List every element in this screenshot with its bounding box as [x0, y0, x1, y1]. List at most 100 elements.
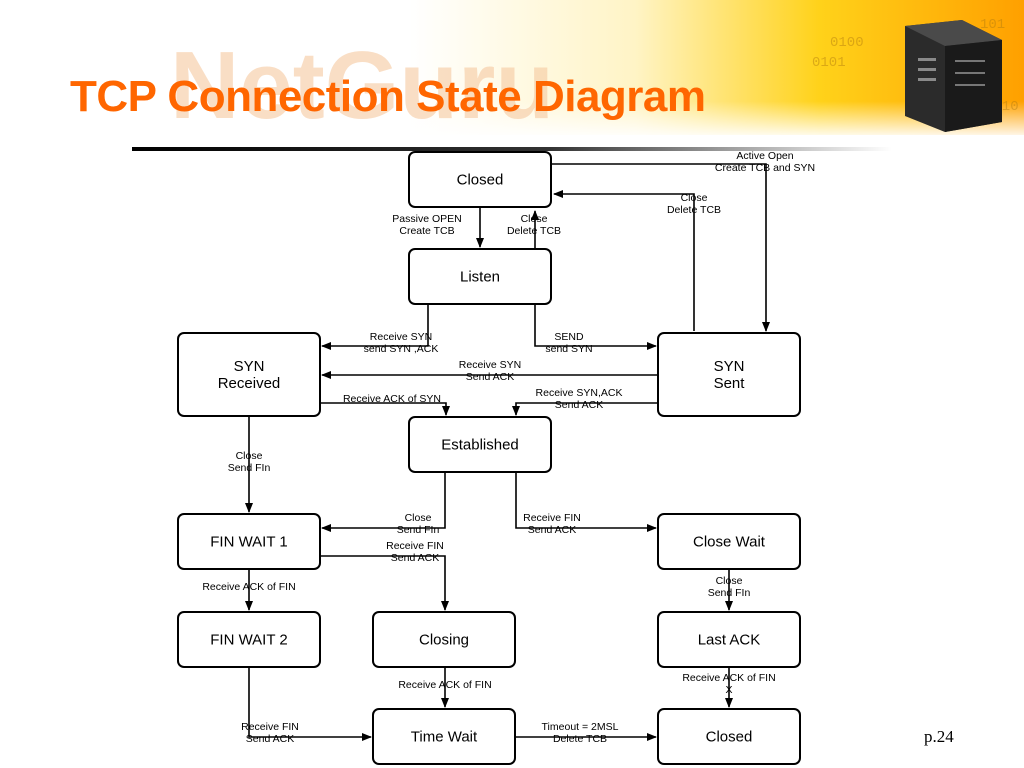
transition-label-line: send SYN — [545, 343, 592, 355]
transition-label-line: Create TCB and SYN — [715, 162, 815, 174]
svg-text:0100: 0100 — [830, 35, 864, 51]
transition-label-line: Send ACK — [555, 399, 603, 411]
transition-label-line: Passive OPEN — [392, 213, 461, 225]
transition-arrow-listen-send — [534, 305, 657, 350]
state-time-wait: Time Wait — [372, 708, 516, 765]
state-label-line: Sent — [714, 375, 746, 392]
page-number: p.24 — [924, 727, 954, 746]
transition-label-line: Send FIn — [397, 524, 440, 536]
state-close-wait: Close Wait — [657, 513, 801, 570]
state-last-ack: Last ACK — [657, 611, 801, 668]
state-box — [372, 611, 516, 668]
transition-label-syn-received-ack: Receive ACK of SYN — [343, 393, 441, 405]
transition-arrow-established-close — [321, 473, 446, 532]
state-closed-bottom: Closed — [657, 708, 801, 765]
state-label-line: FIN WAIT 1 — [210, 534, 288, 551]
state-label: Last ACK — [698, 632, 761, 649]
transition-label-line: Receive SYN — [370, 331, 432, 343]
state-box — [657, 332, 801, 417]
transition-arrow-syn-sent-close — [553, 190, 695, 331]
state-label: Time Wait — [411, 729, 478, 746]
state-box — [408, 248, 552, 305]
state-box — [657, 611, 801, 668]
transition-arrow-fin-wait-1-receive-fin — [321, 555, 449, 611]
transition-label-line: Close — [521, 213, 548, 225]
transition-label-line: Receive SYN — [459, 359, 521, 371]
state-label: FIN WAIT 2 — [210, 632, 288, 649]
transition-label-line: Timeout = 2MSL — [542, 721, 619, 733]
transition-label-line: Receive ACK of FIN — [398, 679, 491, 691]
transition-label-line: X — [725, 684, 732, 696]
state-label: Listen — [460, 269, 500, 286]
state-box — [372, 708, 516, 765]
transition-arrow-syn-received-ack — [321, 402, 450, 416]
transition-arrow-fin-wait-2-receive-fin — [248, 668, 372, 741]
svg-text:0101: 0101 — [812, 55, 846, 71]
state-label-line: Closing — [419, 632, 469, 649]
state-label-line: Closed — [706, 729, 753, 746]
transition-label-line: Receive ACK of FIN — [682, 672, 775, 684]
state-label-line: Time Wait — [411, 729, 478, 746]
state-label-line: Last ACK — [698, 632, 761, 649]
transition-arrow-syn-sent-receive-synack — [512, 402, 657, 416]
state-box — [177, 332, 321, 417]
state-label-line: Received — [218, 375, 281, 392]
state-label: Established — [441, 437, 519, 454]
slide-title: TCP Connection State Diagram — [70, 72, 706, 121]
transition-label-line: Delete TCB — [507, 225, 561, 237]
transition-arrow-active-open — [552, 163, 770, 332]
state-box — [177, 513, 321, 570]
transition-label-closing-receive-ack: Receive ACK of FIN — [398, 679, 491, 691]
transition-label-line: Receive SYN,ACK — [536, 387, 623, 399]
transition-label-line: Close — [236, 450, 263, 462]
title-underline — [132, 147, 892, 151]
transition-label-line: Receive FIN — [386, 540, 444, 552]
netguru-logo: NetGuru — [170, 32, 554, 139]
state-label-line: SYN — [714, 358, 745, 375]
state-label-line: Established — [441, 437, 519, 454]
state-label: Closed — [706, 729, 753, 746]
state-label: FIN WAIT 1 — [210, 534, 288, 551]
state-box — [177, 611, 321, 668]
transition-label-line: Delete TCB — [667, 204, 721, 216]
state-box — [408, 151, 552, 208]
transition-arrow-listen-receive-syn — [321, 305, 429, 350]
state-established: Established — [408, 416, 552, 473]
state-label-line: FIN WAIT 2 — [210, 632, 288, 649]
state-closing: Closing — [372, 611, 516, 668]
transition-label-line: Send ACK — [391, 552, 439, 564]
state-label-line: SYN — [234, 358, 265, 375]
state-listen: Listen — [408, 248, 552, 305]
transition-label-line: send SYN ,ACK — [364, 343, 439, 355]
state-label: Closing — [419, 632, 469, 649]
transition-label-line: Receive ACK of FIN — [202, 581, 295, 593]
state-fin-wait-1: FIN WAIT 1 — [177, 513, 321, 570]
state-closed-top: Closed — [408, 151, 552, 208]
transition-label-line: Receive FIN — [523, 512, 581, 524]
transition-label-line: Send FIn — [708, 587, 751, 599]
state-label-line: Closed — [457, 172, 504, 189]
transition-label-line: Receive ACK of SYN — [343, 393, 441, 405]
transition-label-line: Delete TCB — [553, 733, 607, 745]
state-label: Close Wait — [693, 534, 766, 551]
state-box — [657, 513, 801, 570]
transition-label-line: Send ACK — [528, 524, 576, 536]
transition-label-line: Close — [716, 575, 743, 587]
